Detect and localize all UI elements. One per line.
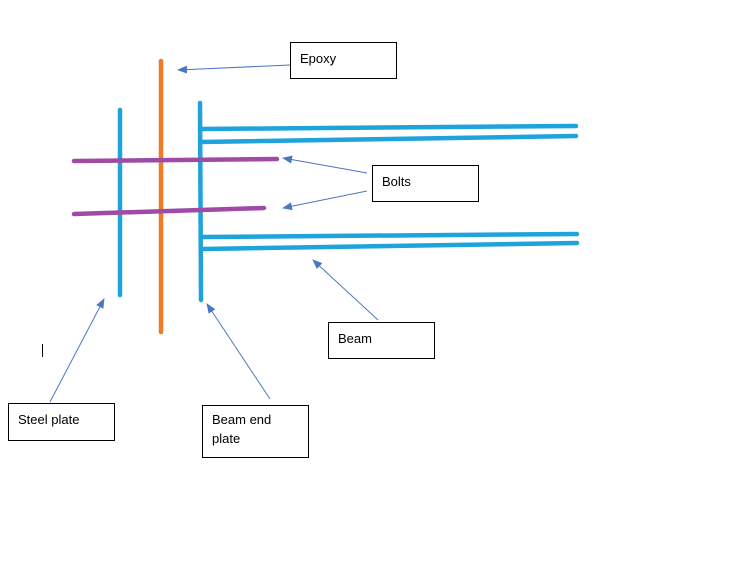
bolt-lower	[71, 205, 267, 217]
beam-end-plate-arrow	[206, 303, 271, 400]
beam-bottom-flange-outer	[199, 240, 580, 252]
beam-top-flange-inner	[197, 133, 579, 145]
beam-label: Beam	[338, 331, 372, 346]
epoxy-label: Epoxy	[300, 51, 337, 66]
beam-bottom-flange-inner	[199, 231, 580, 240]
bolts-arrow-lower	[282, 190, 368, 211]
epoxy-label-box[interactable]: Epoxy	[290, 42, 397, 79]
beam-arrow	[312, 259, 379, 321]
beam-label-box[interactable]: Beam	[328, 322, 435, 359]
bolt-upper	[71, 156, 280, 164]
steel-plate-label: Steel plate	[18, 412, 80, 427]
bolts-label-box[interactable]: Bolts	[372, 165, 479, 202]
beam-end-plate-label-box[interactable]: Beam end plate	[202, 405, 309, 458]
beam-top-flange-outer	[197, 123, 579, 132]
beam-end-plate-label: Beam end plate	[212, 412, 272, 446]
epoxy-arrow	[177, 64, 291, 74]
bolts-label: Bolts	[382, 174, 411, 189]
text-cursor	[42, 344, 43, 357]
steel-plate-arrow	[49, 298, 105, 403]
beam-end-plate	[197, 100, 204, 303]
bolts-arrow-upper	[282, 155, 368, 174]
steel-plate-label-box[interactable]: Steel plate	[8, 403, 115, 441]
